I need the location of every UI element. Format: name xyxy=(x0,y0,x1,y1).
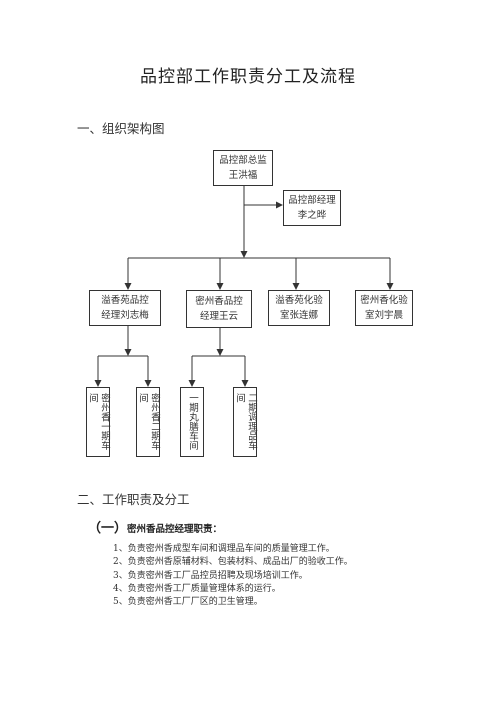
org-box-dept-4: 密州香化验 室刘宇晨 xyxy=(355,290,413,326)
subsection-title: 密州香品控经理职责： xyxy=(127,524,223,535)
dept-4-line-1: 密州香化验 xyxy=(360,295,408,306)
dept-3-line-1: 溢香苑化验 xyxy=(275,295,323,306)
section-heading-duties: 二、工作职责及分工 xyxy=(77,492,190,507)
subsection-number: （一） xyxy=(88,521,128,536)
org-box-workshop-1: 密州香一期车间 xyxy=(86,387,110,457)
workshop-4-label: 二期调理品车间 xyxy=(234,393,257,450)
list-item: 3、负责密州香工厂品控员招聘及现场培训工作。 xyxy=(113,570,308,581)
org-box-manager: 品控部经理 李之晔 xyxy=(283,190,341,226)
org-box-dept-2: 密州香品控 经理王云 xyxy=(186,290,252,328)
workshop-1-label: 密州香一期车间 xyxy=(87,393,110,450)
director-title: 品控部总监 xyxy=(219,155,267,166)
org-box-dept-3: 溢香苑化验 室张连娜 xyxy=(268,290,330,326)
org-box-workshop-2: 密州香二期车间 xyxy=(136,387,160,457)
workshop-2-label: 密州香二期车间 xyxy=(137,393,160,450)
org-box-director: 品控部总监 王洪福 xyxy=(213,150,273,186)
dept-1-line-1: 溢香苑品控 xyxy=(101,295,149,306)
manager-name: 李之晔 xyxy=(297,210,327,221)
list-item: 5、负责密州香工厂厂区的卫生管理。 xyxy=(113,597,263,608)
dept-2-line-2: 经理王云 xyxy=(199,311,238,322)
list-item: 2、负责密州香原辅材料、包装材料、成品出厂的验收工作。 xyxy=(113,557,353,568)
director-name: 王洪福 xyxy=(228,170,258,181)
org-box-workshop-3: 一期丸膳车间 xyxy=(180,387,204,457)
section-heading-org-chart: 一、组织架构图 xyxy=(77,121,165,136)
org-box-workshop-4: 二期调理品车间 xyxy=(233,387,257,457)
duties-list: 1、负责密州香成型车间和调理品车间的质量管理工作。 2、负责密州香原辅材料、包装… xyxy=(113,543,353,609)
org-box-dept-1: 溢香苑品控 经理刘志梅 xyxy=(89,290,161,326)
list-item: 4、负责密州香工厂质量管理体系的运行。 xyxy=(113,583,281,594)
workshop-3-label: 一期丸膳车间 xyxy=(187,393,198,450)
manager-title: 品控部经理 xyxy=(288,195,336,206)
dept-2-line-1: 密州香品控 xyxy=(195,296,243,307)
page-title: 品控部工作职责分工及流程 xyxy=(140,67,356,87)
dept-1-line-2: 经理刘志梅 xyxy=(101,310,149,321)
dept-4-line-2: 室刘宇晨 xyxy=(364,310,403,321)
subsection-heading: （一）密州香品控经理职责： xyxy=(88,517,222,536)
list-item: 1、负责密州香成型车间和调理品车间的质量管理工作。 xyxy=(113,544,335,554)
dept-3-line-2: 室张连娜 xyxy=(279,310,318,321)
